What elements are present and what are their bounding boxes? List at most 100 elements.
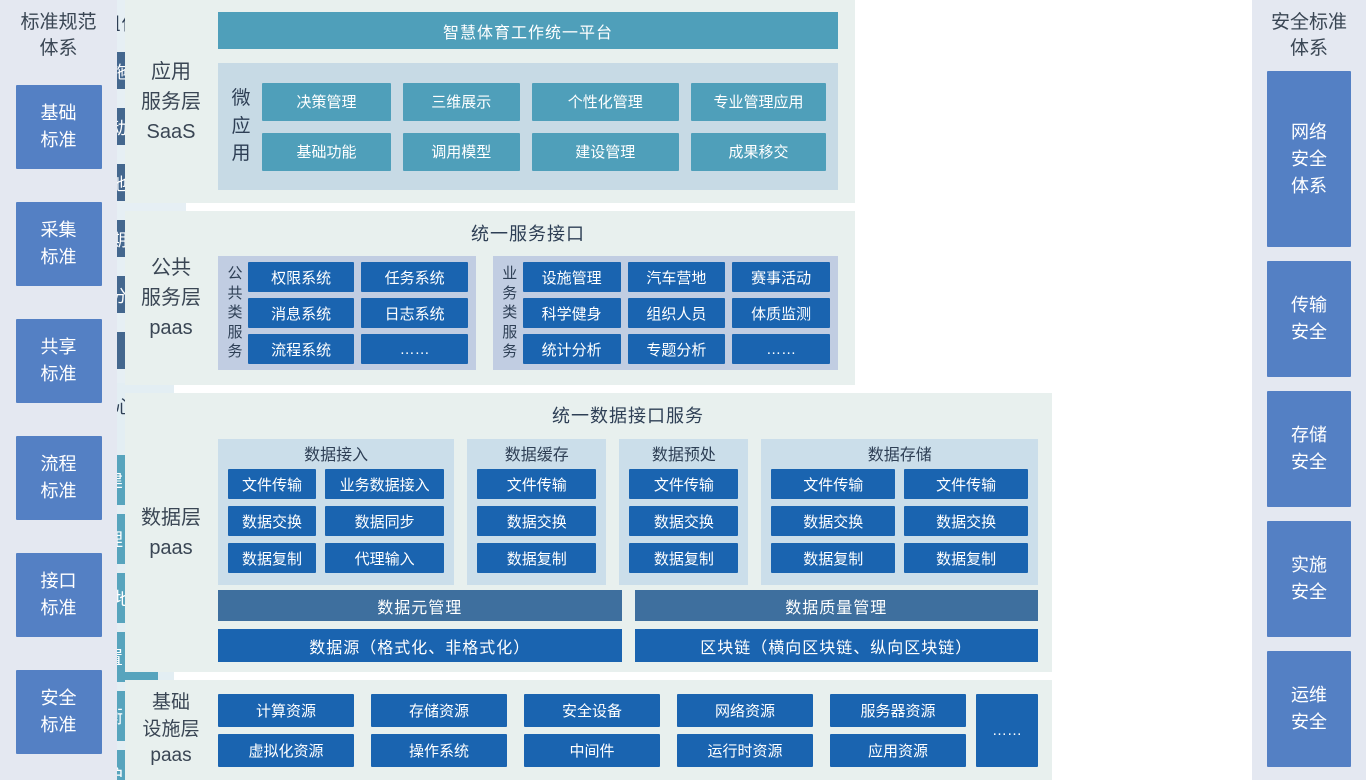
source-bar: 数据源（格式化、非格式化） (218, 629, 622, 662)
standard-box: 安全 标准 (15, 670, 102, 755)
standard-box: 基础 标准 (15, 85, 102, 170)
app-service-layer-panel: 应用 服务层 SaaS 智慧体育工作统一平台 微应用 决策管理三维展示个性化管理… (125, 0, 855, 203)
resource-box: 服务器资源 (830, 694, 966, 727)
resource-box: 应用资源 (830, 734, 966, 767)
meta-bar: 数据质量管理 (634, 590, 1038, 621)
business-services-group: 业务类服务 设施管理汽车营地赛事活动科学健身组织人员体质监测统计分析专题分析…… (492, 256, 838, 370)
infrastructure-grid: 计算资源存储资源安全设备网络资源服务器资源虚拟化资源操作系统中间件运行时资源应用… (218, 694, 966, 767)
data-access-group: 数据接入 文件传输业务数据接入数据交换数据同步数据复制代理输入 (218, 439, 455, 585)
infrastructure-more-box: …… (976, 694, 1038, 767)
security-standard-box: 传输 安全 (1267, 261, 1351, 378)
data-box: 数据复制 (477, 543, 597, 573)
micro-app-box: 三维展示 (402, 82, 520, 121)
data-box: 文件传输 (771, 469, 896, 499)
data-source-bars: 数据源（格式化、非格式化） 区块链（横向区块链、纵向区块链） (218, 629, 1038, 662)
infrastructure-layer-panel: 基础 设施层 paas 计算资源存储资源安全设备网络资源服务器资源虚拟化资源操作… (125, 680, 1052, 780)
data-box: 数据复制 (629, 543, 739, 573)
service-box: 权限系统 (248, 262, 355, 292)
micro-apps-panel: 微应用 决策管理三维展示个性化管理专业管理应用基础功能调用模型建设管理成果移交 (218, 63, 838, 190)
service-box: 统计分析 (522, 334, 621, 364)
micro-app-box: 成果移交 (690, 132, 826, 171)
standards-spec-title: 标准规范 体系 (20, 12, 97, 59)
business-services-grid: 设施管理汽车营地赛事活动科学健身组织人员体质监测统计分析专题分析…… (522, 262, 830, 364)
data-storage-title: 数据存储 (867, 447, 932, 464)
data-box: 代理输入 (325, 543, 445, 573)
standard-box: 采集 标准 (15, 202, 102, 287)
security-standard-box: 网络 安全 体系 (1267, 71, 1351, 248)
resource-box: 安全设备 (524, 694, 660, 727)
resource-box: 运行时资源 (677, 734, 813, 767)
resource-box: 网络资源 (677, 694, 813, 727)
data-box: 数据交换 (477, 506, 597, 536)
security-standards-title: 安全标准 体系 (1270, 12, 1347, 59)
micro-app-box: 建设管理 (531, 132, 679, 171)
data-layer-label: 数据层 paas (141, 506, 201, 559)
micro-app-box: 调用模型 (402, 132, 520, 171)
infrastructure-layer-label: 基础 设施层 paas (142, 692, 200, 767)
data-meta-bars: 数据元管理数据质量管理 (218, 590, 1038, 621)
micro-app-box: 决策管理 (262, 82, 391, 121)
data-box: 文件传输 (629, 469, 739, 499)
common-services-grid: 权限系统任务系统消息系统日志系统流程系统…… (248, 262, 468, 364)
security-standard-box: 实施 安全 (1267, 521, 1351, 638)
service-box: 组织人员 (627, 298, 726, 328)
data-box: 业务数据接入 (325, 469, 445, 499)
meta-bar: 数据元管理 (218, 590, 622, 621)
service-box: 任务系统 (361, 262, 468, 292)
service-box: 消息系统 (248, 298, 355, 328)
standards-spec-column: 标准规范 体系 基础 标准采集 标准共享 标准流程 标准接口 标准安全 标准 (0, 0, 117, 780)
resource-box: 中间件 (524, 734, 660, 767)
service-box: 体质监测 (732, 298, 830, 328)
public-service-layer-panel: 公共 服务层 paas 统一服务接口 公共类服务 权限系统任务系统消息系统日志系… (125, 211, 855, 385)
data-box: 文件传输 (477, 469, 597, 499)
data-box: 数据复制 (228, 543, 316, 573)
common-services-group: 公共类服务 权限系统任务系统消息系统日志系统流程系统…… (218, 256, 476, 370)
app-service-layer-label: 应用 服务层 SaaS (141, 60, 201, 143)
security-standards-list: 网络 安全 体系 传输 安全 存储 安全 实施 安全 运维 安全 (1267, 71, 1351, 768)
service-box: 设施管理 (522, 262, 621, 292)
data-box: 数据复制 (771, 543, 896, 573)
unified-service-interface-title: 统一服务接口 (471, 224, 585, 244)
data-box: 数据同步 (325, 506, 445, 536)
data-box: 数据交换 (629, 506, 739, 536)
data-layer-panel: 数据层 paas 统一数据接口服务 数据接入 文件传输业务数据接入数据交换数据同… (125, 393, 1052, 672)
service-box: …… (361, 334, 468, 364)
source-bar: 区块链（横向区块链、纵向区块链） (634, 629, 1038, 662)
service-box: 日志系统 (361, 298, 468, 328)
platform-banner: 智慧体育工作统一平台 (218, 12, 838, 49)
public-service-layer-label: 公共 服务层 paas (141, 257, 201, 339)
service-box: 科学健身 (522, 298, 621, 328)
resource-box: 操作系统 (371, 734, 507, 767)
data-box: 数据复制 (904, 543, 1028, 573)
micro-app-box: 个性化管理 (531, 82, 679, 121)
data-preprocess-title: 数据预处 (651, 447, 716, 464)
standard-box: 共享 标准 (15, 319, 102, 404)
data-storage-group: 数据存储 文件传输文件传输数据交换数据交换数据复制数据复制 (761, 439, 1038, 585)
business-services-label: 业务类服务 (502, 265, 518, 361)
service-box: 专题分析 (627, 334, 726, 364)
service-box: 汽车营地 (627, 262, 726, 292)
data-access-title: 数据接入 (304, 447, 369, 464)
data-preprocess-group: 数据预处 文件传输数据交换数据复制 (619, 439, 749, 585)
data-box: 数据交换 (771, 506, 896, 536)
resource-box: 计算资源 (218, 694, 354, 727)
data-box: 文件传输 (904, 469, 1028, 499)
security-standard-box: 运维 安全 (1267, 651, 1351, 768)
micro-app-box: 专业管理应用 (690, 82, 826, 121)
micro-apps-label: 微应用 (231, 88, 251, 165)
resource-box: 存储资源 (371, 694, 507, 727)
micro-apps-grid: 决策管理三维展示个性化管理专业管理应用基础功能调用模型建设管理成果移交 (262, 82, 826, 171)
service-box: …… (732, 334, 830, 364)
data-box: 文件传输 (228, 469, 316, 499)
data-cache-group: 数据缓存 文件传输数据交换数据复制 (467, 439, 607, 585)
standards-spec-list: 基础 标准采集 标准共享 标准流程 标准接口 标准安全 标准 (15, 85, 102, 755)
standard-box: 接口 标准 (15, 553, 102, 638)
service-box: 赛事活动 (732, 262, 830, 292)
data-box: 数据交换 (228, 506, 316, 536)
standard-box: 流程 标准 (15, 436, 102, 521)
service-box: 流程系统 (248, 334, 355, 364)
resource-box: 虚拟化资源 (218, 734, 354, 767)
common-services-label: 公共类服务 (227, 265, 243, 361)
micro-app-box: 基础功能 (262, 132, 391, 171)
